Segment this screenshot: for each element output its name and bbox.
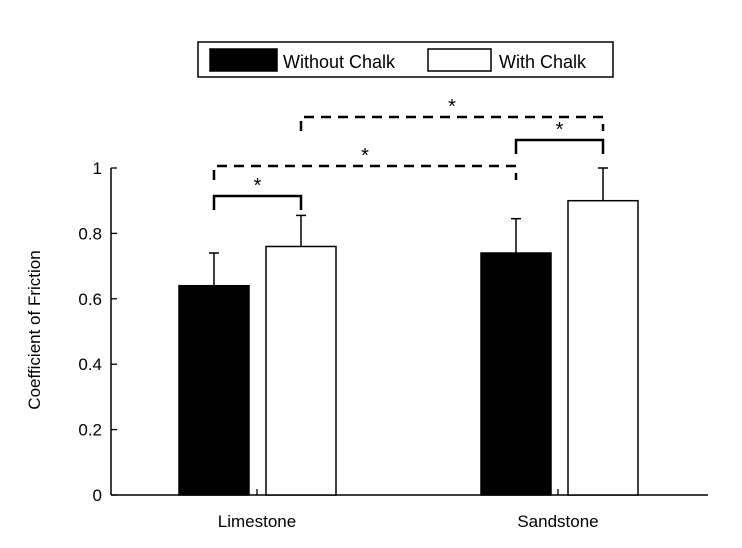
significance-bracket xyxy=(299,115,605,131)
significance-bracket xyxy=(514,138,605,154)
y-tick-label: 0 xyxy=(93,486,102,505)
bar xyxy=(265,245,337,496)
error-bars xyxy=(209,167,608,286)
y-axis-label: Coefficient of Friction xyxy=(25,250,44,409)
legend-swatch xyxy=(427,48,492,72)
bar xyxy=(178,284,250,496)
legend-swatch xyxy=(209,48,278,72)
y-tick-label: 0.2 xyxy=(78,421,102,440)
x-tick-label: Limestone xyxy=(218,512,296,531)
y-tick-label: 1 xyxy=(93,159,102,178)
y-tick-label: 0.4 xyxy=(78,355,102,374)
significance-star: * xyxy=(361,145,369,167)
bar xyxy=(480,252,552,496)
bar xyxy=(567,199,639,496)
y-tick-label: 0.6 xyxy=(78,290,102,309)
significance-star: * xyxy=(556,119,564,141)
bars xyxy=(178,199,639,496)
legend-label: Without Chalk xyxy=(283,52,396,72)
y-tick-label: 0.8 xyxy=(78,224,102,243)
significance-bracket xyxy=(212,164,518,180)
significance-bracket xyxy=(212,194,303,210)
significance-brackets: * * * * xyxy=(212,96,605,210)
significance-star: * xyxy=(254,175,262,197)
legend-label: With Chalk xyxy=(499,52,587,72)
x-tick-label: Sandstone xyxy=(517,512,598,531)
significance-star: * xyxy=(448,96,456,118)
legend: Without Chalk With Chalk xyxy=(197,41,614,78)
